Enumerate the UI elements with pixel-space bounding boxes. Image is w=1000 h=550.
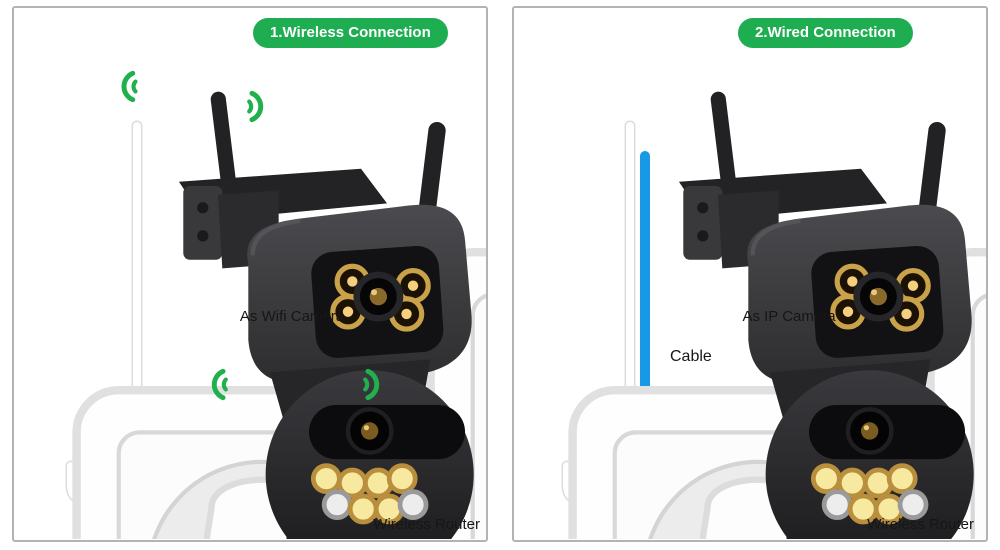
panel-wired-connection: 2.Wired Connection As IP Camera Cable Wi… <box>512 6 988 542</box>
router-label: Wireless Router <box>867 516 974 533</box>
panel-wireless-connection: 1.Wireless Connection As Wifi Camera Wir… <box>12 6 488 542</box>
wired-connection-diagram <box>561 8 986 539</box>
wifi-signal-icon <box>124 73 136 99</box>
router-label: Wireless Router <box>373 516 480 533</box>
wifi-signal-icon <box>249 93 261 119</box>
wireless-connection-diagram <box>65 8 486 539</box>
step-badge-wireless: 1.Wireless Connection <box>253 18 448 48</box>
camera-mode-label: As IP Camera <box>742 308 836 325</box>
camera-mode-label: As Wifi Camera <box>239 308 345 325</box>
cable-label: Cable <box>670 348 712 365</box>
step-badge-wired: 2.Wired Connection <box>738 18 913 48</box>
